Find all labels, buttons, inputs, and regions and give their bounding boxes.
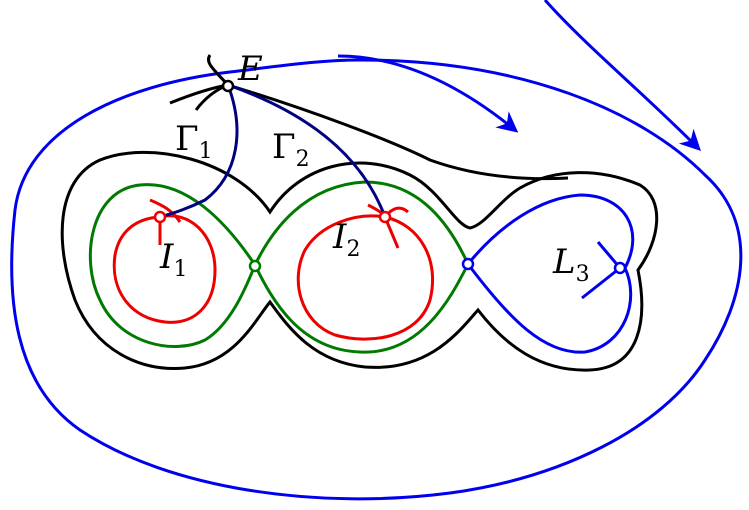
black-outer-orbit	[60, 150, 659, 372]
black-separatrix-left	[169, 54, 232, 105]
label-gamma-1: Γ1	[175, 119, 213, 164]
heteroclinic-gamma-1	[159, 84, 239, 219]
point-I1	[153, 210, 167, 224]
label-E: E	[237, 49, 263, 89]
label-gamma-2: Γ2	[272, 127, 310, 172]
limit-cycle-2-spike	[367, 203, 409, 249]
heteroclinic-gamma-2	[227, 83, 387, 218]
incoming-trajectory	[543, 0, 701, 151]
limit-cycle-1	[112, 214, 217, 324]
saddle-blue	[461, 257, 475, 271]
label-I2: I2	[332, 217, 360, 262]
flow-arrow	[337, 54, 519, 133]
point-E	[221, 79, 235, 93]
limit-cycle-2	[296, 214, 435, 341]
label-L3: L3	[552, 242, 590, 287]
outer-orbit	[10, 58, 743, 501]
point-I2	[378, 210, 392, 224]
black-separatrix-upper	[227, 83, 569, 181]
point-L3	[613, 261, 627, 275]
green-separatrix	[88, 180, 470, 354]
saddle-green	[248, 259, 262, 273]
label-I1: I1	[159, 237, 187, 282]
